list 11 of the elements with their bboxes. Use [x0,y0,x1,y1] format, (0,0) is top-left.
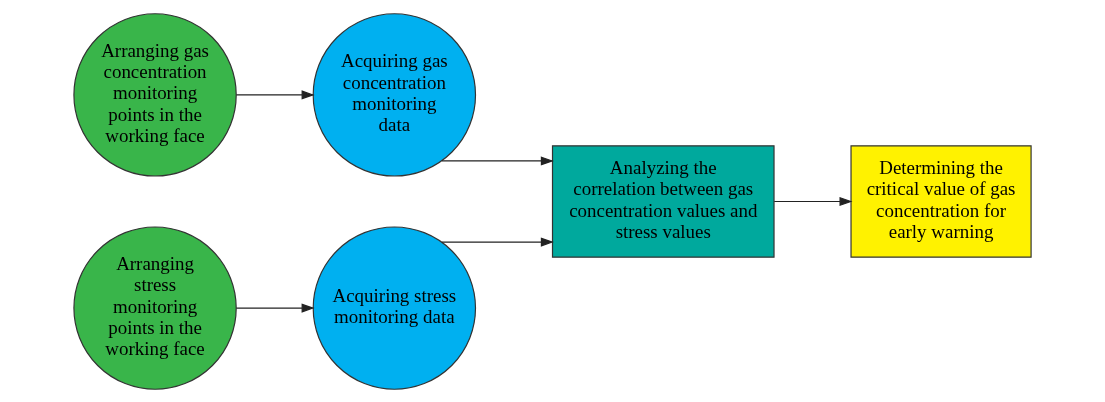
arrow [235,89,315,99]
arrow [441,155,554,165]
node-circle: Arranging stress monitoring points in the working face [73,225,237,390]
node-circle: Acquiring gas concentration monitoring data [312,12,477,177]
arrow [773,196,853,206]
node-circle: Acquiring stress monitoring data [312,225,477,390]
node-box: Determining the critical value of gas concentration for early warning [850,144,1032,258]
node-box: Analyzing the correlation between gas concentration values and stress values [551,144,775,258]
arrow [441,237,554,247]
node-circle: Arranging gas concentration monitoring points in the working face [73,12,237,177]
arrow [235,303,315,313]
